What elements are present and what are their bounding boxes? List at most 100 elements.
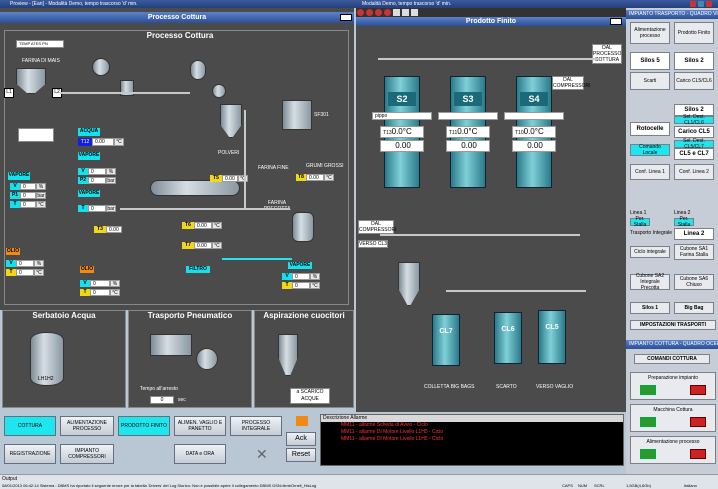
scarti-button[interactable]: Scarti	[630, 72, 670, 90]
per-stalla-button[interactable]: Per. Stalla	[630, 216, 650, 228]
sel-dest-button[interactable]: Sel. Dest. CL1/CL6	[674, 114, 714, 126]
reset-button[interactable]: Reset	[286, 448, 316, 462]
impostazioni-trasporti-button[interactable]: IMPOSTAZIONI TRASPORTI	[630, 320, 716, 330]
carico-cl5-button[interactable]: Carico CL5	[674, 126, 714, 138]
tank-lh1h2	[30, 332, 64, 386]
farina-mais-label: FARINA DI MAIS	[22, 58, 60, 64]
rotocelle-button[interactable]: Rotocelle	[630, 122, 670, 136]
olio2-label: OLIO	[80, 266, 94, 273]
silo-name-field[interactable]	[504, 112, 564, 120]
preparazione-label: Preparazione impianto	[647, 375, 699, 381]
v5-unit: %	[310, 273, 320, 280]
silo-name-field[interactable]	[438, 112, 498, 120]
sieve-sf301	[282, 100, 312, 130]
alarm-row[interactable]: MM11 - allarme Scheda di Avvio - Ciclo	[341, 422, 428, 428]
cubone-chiuso-button[interactable]: Cubone SA6 Chiuso	[674, 274, 714, 290]
t5b-value: 0	[90, 289, 110, 296]
output-tab[interactable]: Output	[2, 476, 18, 482]
tempo-value[interactable]: 0	[150, 396, 174, 404]
silo-temp: T100.0°C	[512, 126, 556, 138]
filter-ps301	[150, 334, 192, 356]
carico-button[interactable]: Carico CL5/CL6	[674, 72, 714, 90]
prep-start-button[interactable]	[640, 385, 656, 395]
t12-unit: °C	[114, 138, 124, 146]
toolbar-icon[interactable]	[402, 9, 409, 16]
data-ora-button[interactable]: DATA e ORA	[174, 444, 226, 464]
prodotto-finito-button[interactable]: PRODOTTO FINITO	[118, 416, 170, 436]
panel-toggle-button[interactable]	[340, 14, 352, 21]
prep-stop-button[interactable]	[690, 385, 706, 395]
bin-cl7	[432, 314, 460, 366]
t7-unit: °C	[212, 242, 222, 249]
cottura-button[interactable]: COTTURA	[4, 416, 56, 436]
alimen-vaglio-button[interactable]: ALIMEN. VAGLIO E PANETTO	[174, 416, 226, 436]
silo-value: 0.00	[446, 140, 490, 152]
alim-processo-button[interactable]: Alimentazione processo	[630, 22, 670, 44]
comandi-cottura-button[interactable]: COMANDI COTTURA	[634, 354, 710, 364]
trasporto-integrale-label: Trasporto Integrale	[630, 230, 673, 236]
panel-toggle-button-2[interactable]	[610, 18, 622, 25]
alimentazione-button[interactable]: ALIMENTAZIONE PROCESSO	[60, 416, 114, 436]
processo-integrale-button[interactable]: PROCESSO INTEGRALE	[230, 416, 282, 436]
alim-start-button[interactable]	[640, 449, 656, 459]
toolbar-icon[interactable]	[366, 9, 373, 16]
cubone-stalla-button[interactable]: Cubone SA1 Farina Stalla	[674, 244, 714, 260]
bin-cl5	[538, 310, 566, 364]
cooker-xo304	[150, 180, 240, 196]
registrazione-button[interactable]: REGISTRAZIONE	[4, 444, 56, 464]
macchina-start-button[interactable]	[640, 417, 656, 427]
conf-linea2-button[interactable]: Conf. Linea 2	[674, 164, 714, 180]
per-stalla-2-button[interactable]: Per. Stalla	[674, 216, 694, 228]
grumi-label: GRUMI GROSSI	[306, 163, 344, 169]
linea2-value[interactable]: Linea 2	[674, 228, 714, 240]
toolbar-icon[interactable]	[393, 9, 400, 16]
silos1-button[interactable]: Silos 1	[630, 302, 670, 314]
speaker-mute-icon[interactable]: ✕	[256, 446, 268, 462]
serbatoio-panel	[2, 310, 126, 408]
toolbar-icon[interactable]	[384, 9, 391, 16]
silo-temp: T130.0°C	[380, 126, 424, 138]
prodotto-finito-tab[interactable]: Prodotto Finito	[674, 22, 714, 44]
comando-locale-button[interactable]: Comando Locale	[630, 144, 670, 156]
macchina-stop-button[interactable]	[690, 417, 706, 427]
toolbar-icon[interactable]	[375, 9, 382, 16]
t5b-unit: °C	[110, 289, 120, 296]
silo-name-field[interactable]: pippo	[372, 112, 432, 120]
cyclone-polveri	[220, 104, 242, 138]
sel-dest2-button[interactable]: Sel. Dest. CL5/CL7	[674, 138, 714, 150]
impianto-compressori-button[interactable]: IMPIANTO COMPRESSORI	[60, 444, 114, 464]
alarm-row[interactable]: MM11 - allarme DI Motore Livello L1H5 - …	[341, 436, 444, 442]
mill-rm301	[292, 212, 314, 242]
ack-button[interactable]: Ack	[286, 432, 316, 446]
silos2-button[interactable]: Silos 2	[674, 52, 714, 70]
v2-label: V	[78, 168, 88, 175]
cubone-integrale-button[interactable]: Cubone SA2 Integrale Precotta	[630, 273, 670, 291]
minimize-icon[interactable]	[690, 1, 696, 7]
sub-window-title-bar: Modalità Demo, tempo trascorso 'd' min.	[356, 0, 626, 8]
toolbar-icon[interactable]	[411, 9, 418, 16]
t2-unit: bar	[106, 205, 116, 212]
alim-stop-button[interactable]	[690, 449, 706, 459]
t4-value: 0	[16, 269, 34, 276]
bin-cl6-label: CL6	[501, 326, 515, 333]
l1-badge: L1	[4, 88, 14, 98]
cottura-panel	[0, 8, 354, 310]
t4-unit: °C	[34, 269, 44, 276]
big-bag-button[interactable]: Big Bag	[674, 302, 714, 314]
silo-s2: S2 pippo T130.0°C 0.00	[372, 76, 432, 226]
t5b-label: T	[80, 289, 90, 296]
p2-unit: bar	[106, 177, 116, 184]
close-icon[interactable]	[706, 1, 712, 7]
silos5-button[interactable]: Silos 5	[630, 52, 670, 70]
bin-cl5-label: CL5	[545, 324, 559, 331]
alarm-row[interactable]: MM11 - allarme DI Motore Livello L1H5 - …	[341, 429, 444, 435]
maximize-icon[interactable]	[698, 1, 704, 7]
dal-compressori-label: DAL COMPRESSORI	[552, 76, 591, 90]
ciclo-integrale-button[interactable]: Ciclo integrale	[630, 246, 670, 258]
silos2b-button[interactable]: Silos 2	[674, 104, 714, 116]
silo-s3: S3 T110.0°C 0.00	[438, 76, 498, 226]
sound-icon[interactable]	[296, 416, 308, 426]
toolbar-icon[interactable]	[357, 9, 364, 16]
cl5-cl7-button[interactable]: CL5 e CL7	[674, 148, 714, 160]
conf-linea1-button[interactable]: Conf. Linea 1	[630, 164, 670, 180]
